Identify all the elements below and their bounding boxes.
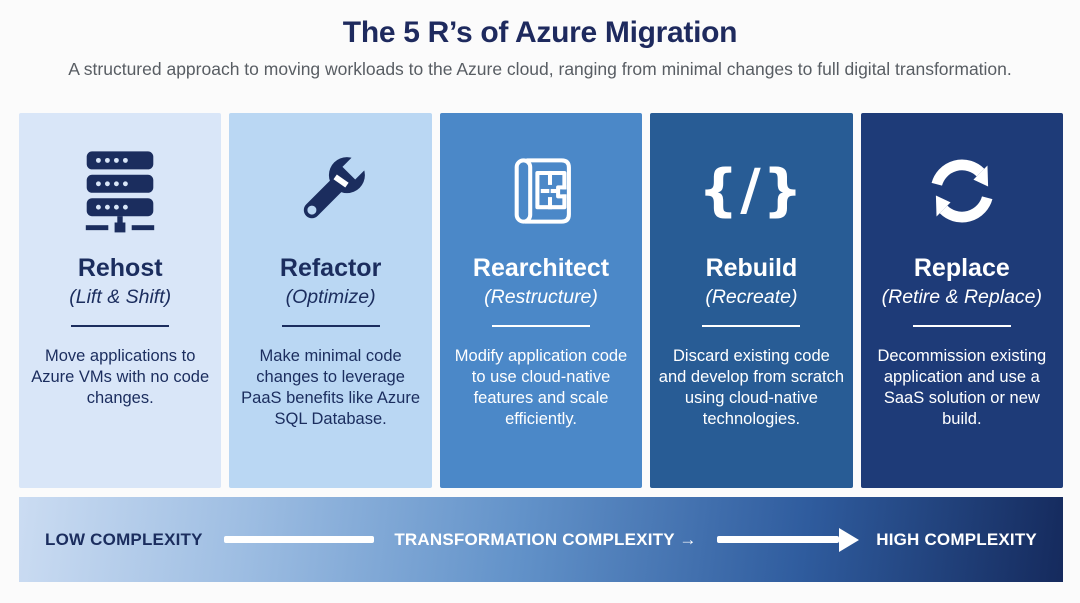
card-title: Rehost [77, 254, 163, 282]
page-subtitle: A structured approach to moving workload… [68, 59, 1012, 79]
card-alias: (Restructure) [484, 285, 598, 308]
code-braces-glyph: {/} [698, 158, 805, 223]
card-divider [492, 324, 591, 328]
card-rebuild: {/} Rebuild (Recreate) Discard existing … [650, 113, 853, 488]
card-divider [71, 324, 170, 328]
card-alias: (Lift & Shift) [69, 285, 172, 308]
complexity-gradient-bar: LOW COMPLEXITY TRANSFORMATION COMPLEXITY… [19, 497, 1063, 582]
refresh-arrows-icon [917, 146, 1007, 236]
card-title: Replace [913, 254, 1010, 282]
blueprint-icon [496, 146, 586, 236]
wrench-icon [286, 146, 376, 236]
card-divider [281, 324, 380, 328]
card-title: Rebuild [705, 254, 798, 282]
card-description: Modify application code to use cloud-nat… [454, 347, 628, 429]
complexity-line [223, 536, 374, 543]
card-alias: (Recreate) [705, 285, 798, 308]
migration-cards-row: Rehost (Lift & Shift) Move applications … [19, 113, 1064, 488]
page-title: The 5 R’s of Azure Migration [342, 16, 738, 49]
card-description: Decommission existing application and us… [877, 347, 1047, 429]
card-title: Refactor [279, 254, 382, 282]
card-title: Rearchitect [472, 254, 610, 282]
transformation-complexity-label: TRANSFORMATION COMPLEXITY → [394, 529, 697, 549]
high-complexity-label: HIGH COMPLEXITY [876, 529, 1037, 549]
card-description: Make minimal code changes to leverage Pa… [241, 347, 421, 429]
card-refactor: Refactor (Optimize) Make minimal code ch… [229, 113, 432, 488]
card-rearchitect: Rearchitect (Restructure) Modify applica… [439, 113, 643, 488]
right-arrow [717, 536, 840, 543]
low-complexity-label: LOW COMPLEXITY [45, 529, 203, 549]
header: The 5 R’s of Azure Migration A structure… [0, 0, 1080, 80]
card-alias: (Retire & Replace) [881, 285, 1043, 308]
code-braces-icon: {/} [698, 146, 802, 236]
card-divider [912, 324, 1011, 328]
card-description: Discard existing code and develop from s… [658, 347, 845, 429]
card-divider [702, 324, 801, 328]
card-rehost: Rehost (Lift & Shift) Move applications … [19, 113, 222, 488]
card-replace: Replace (Retire & Replace) Decommission … [860, 113, 1064, 488]
server-stack-icon [75, 146, 165, 236]
card-alias: (Optimize) [285, 285, 376, 308]
card-description: Move applications to Azure VMs with no c… [31, 347, 210, 408]
